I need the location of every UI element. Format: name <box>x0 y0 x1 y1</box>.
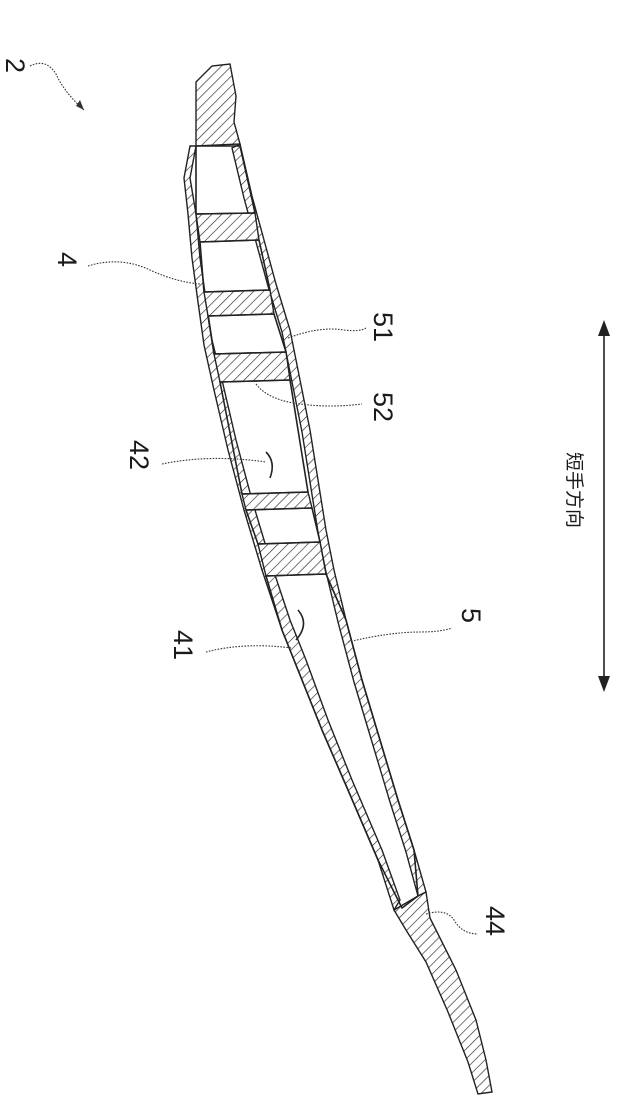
cavity-3 <box>208 314 286 354</box>
leader-52 <box>256 384 362 406</box>
label-51: 51 <box>368 312 398 342</box>
label-5: 5 <box>456 608 486 623</box>
leader-2-arrowhead <box>76 100 84 110</box>
direction-label: 短手方向 <box>563 452 585 528</box>
leader-42 <box>162 458 266 464</box>
label-41: 41 <box>168 630 198 660</box>
rib-4 <box>242 492 312 510</box>
label-4: 4 <box>52 252 82 267</box>
rib-3 <box>214 352 290 382</box>
leader-4 <box>88 262 200 284</box>
bottom-tip <box>394 892 492 1094</box>
top-end-cap <box>196 64 240 146</box>
label-44: 44 <box>480 906 510 936</box>
direction-arrow-head-bottom <box>598 676 610 692</box>
label-52: 52 <box>368 392 398 422</box>
inner-face-41-arc <box>296 610 304 640</box>
rib-2 <box>204 290 274 316</box>
label-2: 2 <box>0 58 30 73</box>
leader-51 <box>288 328 366 338</box>
leader-5 <box>348 628 452 642</box>
inner-skin-wall <box>232 144 426 896</box>
rib-1 <box>196 213 259 242</box>
direction-arrow-head-top <box>598 320 610 336</box>
outer-skin-wall <box>184 146 400 910</box>
rib-5 <box>258 542 326 576</box>
leader-2 <box>30 63 84 110</box>
inner-face-42-arc <box>266 452 272 478</box>
leader-41 <box>206 646 292 652</box>
label-42: 42 <box>124 440 154 470</box>
